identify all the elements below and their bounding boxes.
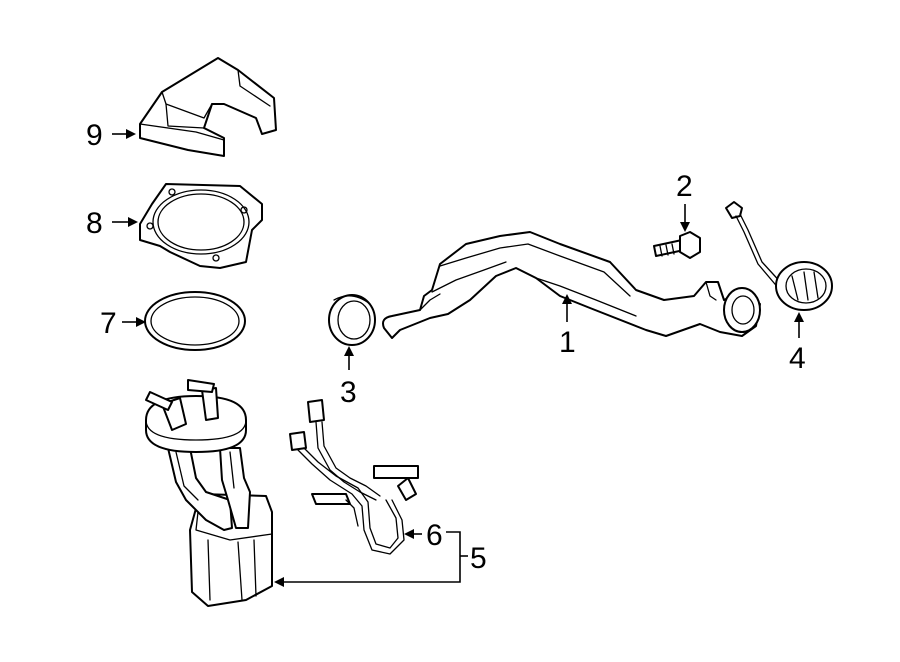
callout-5: 5: [470, 542, 487, 575]
callout-7: 7: [100, 307, 117, 340]
part-9-heat-shield: [139, 57, 277, 157]
callout-6: 6: [426, 519, 443, 552]
callout-labels: 9 8 7 3 1 2 4 6 5: [86, 119, 806, 575]
part-5-fuel-pump-module: [145, 379, 273, 607]
part-3-filler-neck-seal: [328, 294, 376, 346]
part-8-gasket-plate: [139, 183, 263, 269]
part-1-fuel-filler-pipe: [382, 231, 761, 339]
callout-8: 8: [86, 207, 103, 240]
callout-1: 1: [559, 326, 576, 359]
callout-leaders: [112, 129, 804, 587]
part-4-fuel-cap: [725, 201, 833, 311]
callout-2: 2: [676, 170, 693, 203]
part-6-wiring-harness: [289, 399, 419, 555]
part-2-bolt: [653, 231, 701, 259]
callout-3: 3: [340, 376, 357, 409]
callout-9: 9: [86, 119, 103, 152]
callout-4: 4: [789, 342, 806, 375]
part-7-o-ring: [144, 291, 246, 351]
